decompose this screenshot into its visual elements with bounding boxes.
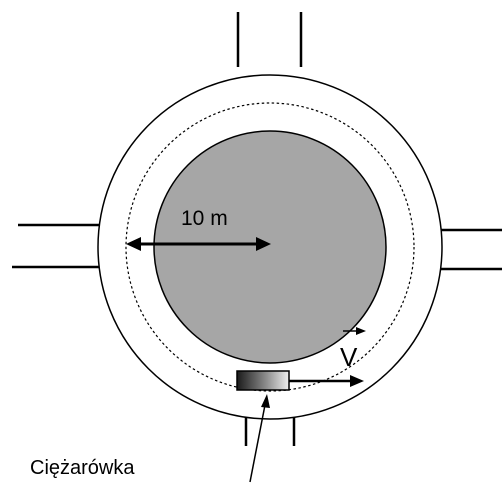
vehicle-path-dotted: [125, 102, 415, 392]
radius-arrow: [126, 237, 271, 251]
velocity-arrow: [289, 375, 364, 387]
vector-symbol-arrow: [343, 327, 366, 335]
central-island: [153, 130, 387, 364]
radius-label: 10 m: [181, 207, 228, 230]
truck-icon: [236, 370, 290, 391]
vehicle-label: Ciężarówka: [30, 457, 135, 479]
velocity-label: V: [340, 342, 358, 372]
truck-pointer-arrow: [249, 394, 270, 483]
